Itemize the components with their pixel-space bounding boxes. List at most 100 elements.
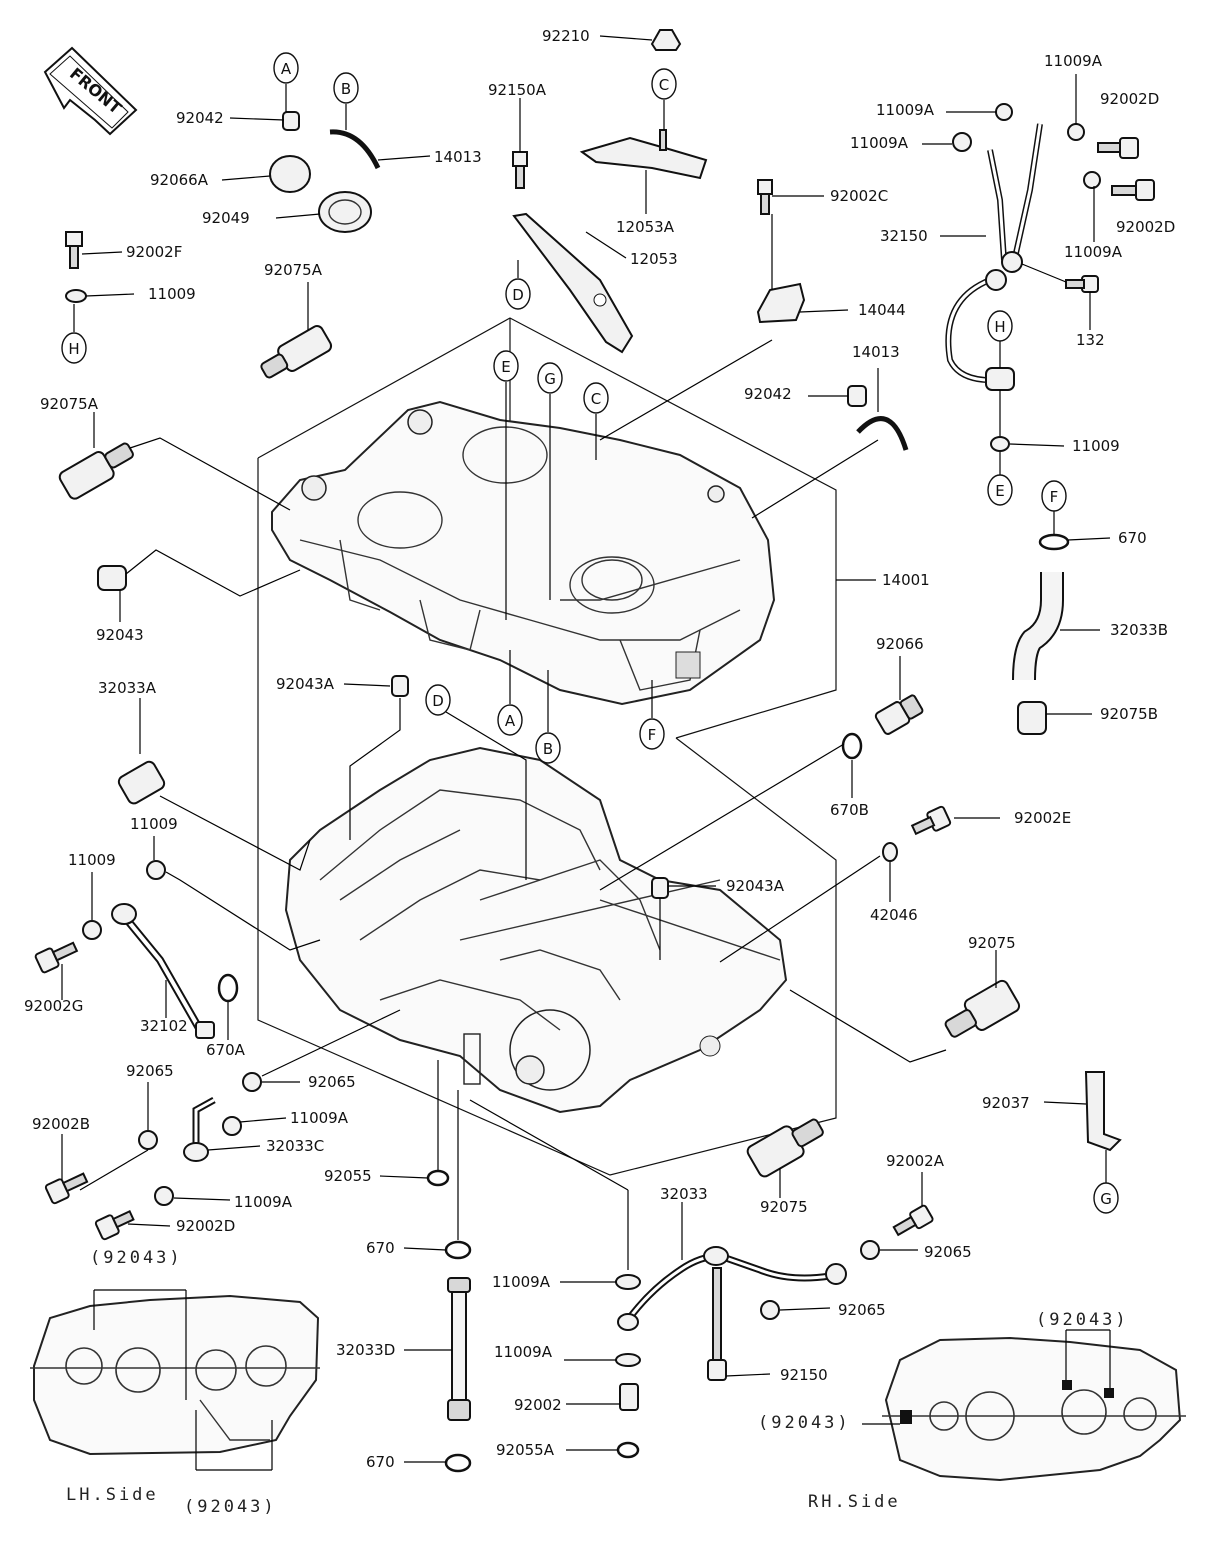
label-92002C: 92002C bbox=[830, 187, 888, 205]
label-92150A: 92150A bbox=[488, 81, 547, 99]
label-32033: 32033 bbox=[660, 1185, 708, 1203]
label-92043A-2: 92043A bbox=[726, 877, 785, 895]
svg-text:C: C bbox=[591, 390, 601, 408]
label-14001: 14001 bbox=[882, 571, 930, 589]
label-92002D-3: 92002D bbox=[176, 1217, 235, 1235]
callout-H-right: H bbox=[987, 310, 1013, 342]
label-132: 132 bbox=[1076, 331, 1105, 349]
callout-F-mid: F bbox=[639, 718, 665, 750]
label-11009-left: 11009 bbox=[148, 285, 196, 303]
label-92055: 92055 bbox=[324, 1167, 372, 1185]
svg-text:F: F bbox=[1050, 488, 1059, 506]
callout-C-upper: C bbox=[583, 382, 609, 414]
label-92150: 92150 bbox=[780, 1366, 828, 1384]
svg-text:D: D bbox=[512, 286, 524, 304]
label-32033B: 32033B bbox=[1110, 621, 1168, 639]
label-11009A-4: 11009A bbox=[1064, 243, 1123, 261]
label-92043: 92043 bbox=[96, 626, 144, 644]
label-670B: 670B bbox=[830, 801, 869, 819]
callout-B-top: B bbox=[333, 72, 359, 104]
label-92002F: 92002F bbox=[126, 243, 182, 261]
label-92075B: 92075B bbox=[1100, 705, 1158, 723]
part-labels: 92210 92042 92066A 92049 14013 92150A 12… bbox=[24, 27, 1175, 1471]
label-92002E: 92002E bbox=[1014, 809, 1071, 827]
svg-text:A: A bbox=[505, 712, 516, 730]
label-670-bottom: 670 bbox=[366, 1453, 395, 1471]
rh-side-caption: RH.Side bbox=[808, 1492, 901, 1512]
label-11009A-8: 11009A bbox=[494, 1343, 553, 1361]
label-11009A-5: 11009A bbox=[290, 1109, 349, 1127]
label-92002A: 92002A bbox=[886, 1152, 945, 1170]
callout-F-right: F bbox=[1041, 480, 1067, 512]
label-92210: 92210 bbox=[542, 27, 590, 45]
svg-text:E: E bbox=[501, 358, 510, 376]
label-92055A: 92055A bbox=[496, 1441, 555, 1459]
label-11009-right: 11009 bbox=[1072, 437, 1120, 455]
label-92065-mid: 92065 bbox=[308, 1073, 356, 1091]
rh-side-view: (92043) (92043) RH.Side bbox=[758, 1310, 1186, 1512]
label-32102: 32102 bbox=[140, 1017, 188, 1035]
label-92065-r1: 92065 bbox=[924, 1243, 972, 1261]
callout-G-bottom: G bbox=[1093, 1182, 1119, 1214]
front-arrow-icon: FRONT bbox=[43, 46, 138, 136]
label-92002G: 92002G bbox=[24, 997, 83, 1015]
callout-D-mid: D bbox=[425, 684, 451, 716]
label-11009A-6: 11009A bbox=[234, 1193, 293, 1211]
callout-E-upper: E bbox=[493, 350, 519, 382]
label-11009-a: 11009 bbox=[130, 815, 178, 833]
svg-text:A: A bbox=[281, 60, 292, 78]
rh-ref-92043-top: (92043) bbox=[1036, 1310, 1129, 1330]
lower-crankcase bbox=[284, 746, 788, 1114]
callout-G-upper: G bbox=[537, 362, 563, 394]
callout-B-mid: B bbox=[535, 732, 561, 764]
label-12053A: 12053A bbox=[616, 218, 675, 236]
label-92066A: 92066A bbox=[150, 171, 209, 189]
label-670-mid: 670 bbox=[366, 1239, 395, 1257]
label-32033D: 32033D bbox=[336, 1341, 395, 1359]
svg-text:D: D bbox=[432, 692, 444, 710]
label-14013-top: 14013 bbox=[434, 148, 482, 166]
callout-A-mid: A bbox=[497, 704, 523, 736]
label-92002B: 92002B bbox=[32, 1115, 90, 1133]
label-14013-mid: 14013 bbox=[852, 343, 900, 361]
small-parts bbox=[34, 29, 1155, 1473]
label-92065-left: 92065 bbox=[126, 1062, 174, 1080]
callout-A-top: A bbox=[273, 52, 299, 84]
upper-crankcase bbox=[271, 400, 776, 706]
lh-side-caption: LH.Side bbox=[66, 1485, 159, 1505]
label-11009A-3: 11009A bbox=[850, 134, 909, 152]
callout-circles: A B C D H E G C H E F A B F D G bbox=[61, 52, 1119, 1214]
label-11009A-1: 11009A bbox=[1044, 52, 1103, 70]
label-92049: 92049 bbox=[202, 209, 250, 227]
label-11009A-7: 11009A bbox=[492, 1273, 551, 1291]
svg-text:G: G bbox=[544, 370, 556, 388]
label-670A: 670A bbox=[206, 1041, 246, 1059]
label-14044: 14044 bbox=[858, 301, 906, 319]
label-92075-right: 92075 bbox=[968, 934, 1016, 952]
label-92075A-top: 92075A bbox=[264, 261, 323, 279]
label-11009-b: 11009 bbox=[68, 851, 116, 869]
lh-ref-92043-bottom: (92043) bbox=[184, 1497, 277, 1517]
svg-text:H: H bbox=[68, 340, 79, 358]
label-92002: 92002 bbox=[514, 1396, 562, 1414]
callout-C-top: C bbox=[651, 68, 677, 100]
label-32150: 32150 bbox=[880, 227, 928, 245]
label-92075-bottom: 92075 bbox=[760, 1198, 808, 1216]
label-11009A-2: 11009A bbox=[876, 101, 935, 119]
label-92043A-1: 92043A bbox=[276, 675, 335, 693]
svg-text:G: G bbox=[1100, 1190, 1112, 1208]
svg-text:H: H bbox=[994, 318, 1005, 336]
label-32033A: 32033A bbox=[98, 679, 157, 697]
lh-ref-92043-top: (92043) bbox=[90, 1248, 183, 1268]
callout-H-left: H bbox=[61, 332, 87, 364]
label-92042-top: 92042 bbox=[176, 109, 224, 127]
svg-text:C: C bbox=[659, 76, 669, 94]
svg-text:F: F bbox=[648, 726, 657, 744]
callout-E-right: E bbox=[987, 474, 1013, 506]
svg-text:E: E bbox=[995, 482, 1004, 500]
label-32033C: 32033C bbox=[266, 1137, 324, 1155]
label-92066: 92066 bbox=[876, 635, 924, 653]
label-92002D-1: 92002D bbox=[1100, 90, 1159, 108]
label-42046: 42046 bbox=[870, 906, 918, 924]
